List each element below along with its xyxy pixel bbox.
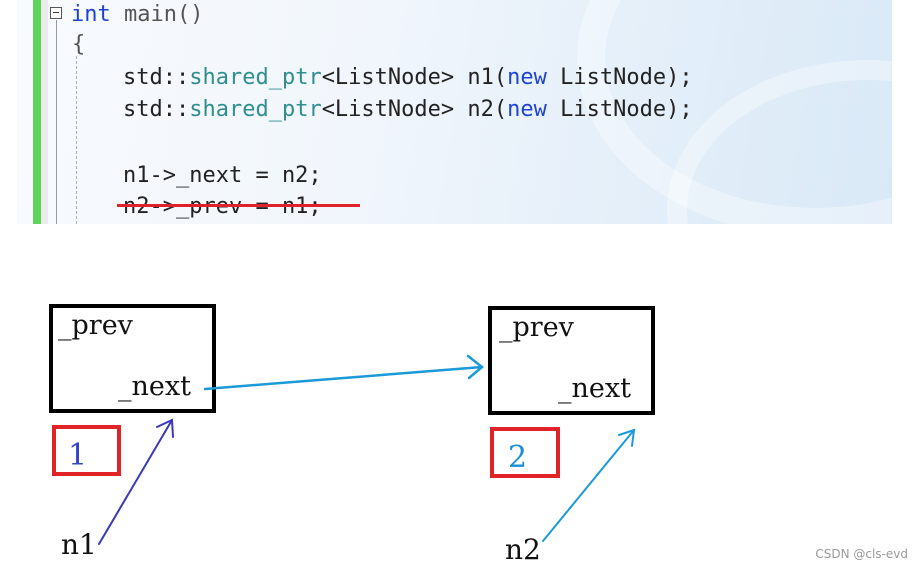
keyword-new: new xyxy=(507,65,547,90)
keyword-new: new xyxy=(507,97,547,122)
n2-pointer-arrow xyxy=(542,428,636,542)
n1-pointer-arrow xyxy=(98,418,174,545)
pointer-n1-label: n1 xyxy=(61,528,97,561)
code-line-4: std::shared_ptr<ListNode> n2(new ListNod… xyxy=(123,95,693,125)
list-node-2-box xyxy=(488,306,655,415)
node-1-number-box xyxy=(52,425,121,476)
collapse-icon[interactable] xyxy=(50,7,62,19)
keyword-int: int xyxy=(71,2,111,27)
node-2-next-label: _next xyxy=(558,373,631,404)
watermark: CSDN @cls-evd xyxy=(815,547,908,561)
constructor-tail: ListNode); xyxy=(546,97,693,122)
code-line-3: std::shared_ptr<ListNode> n1(new ListNod… xyxy=(123,63,693,93)
template-args: <ListNode> n2( xyxy=(321,97,508,122)
pointer-n2-label: n2 xyxy=(505,533,541,566)
list-node-1-box xyxy=(49,304,216,413)
open-brace: { xyxy=(72,32,86,57)
node-1-prev-label: _prev xyxy=(58,310,133,341)
change-margin-bar xyxy=(33,0,41,224)
fold-guide-line xyxy=(56,20,57,224)
node-2-number: 2 xyxy=(508,440,528,475)
type-shared-ptr: shared_ptr xyxy=(189,65,322,90)
node-2-number-box xyxy=(490,427,560,478)
strikethrough-mark xyxy=(117,204,360,207)
namespace-std: std:: xyxy=(123,65,190,90)
code-editor-panel: int main() { std::shared_ptr<ListNode> n… xyxy=(17,0,892,224)
node-2-prev-label: _prev xyxy=(499,312,574,343)
code-line-2: { xyxy=(72,30,85,60)
gutter-margin xyxy=(41,0,48,224)
code-line-5: n1->_next = n2; xyxy=(123,163,322,188)
code-line-1: int main() xyxy=(71,0,203,30)
node-1-number: 1 xyxy=(68,438,88,473)
namespace-std: std:: xyxy=(123,97,190,122)
type-shared-ptr: shared_ptr xyxy=(189,97,322,122)
template-args: <ListNode> n1( xyxy=(321,65,508,90)
next-link-arrow xyxy=(203,354,484,391)
node-1-next-label: _next xyxy=(118,371,191,402)
function-signature: main() xyxy=(110,2,204,27)
constructor-tail: ListNode); xyxy=(546,65,693,90)
indent-guide-line xyxy=(76,56,77,224)
